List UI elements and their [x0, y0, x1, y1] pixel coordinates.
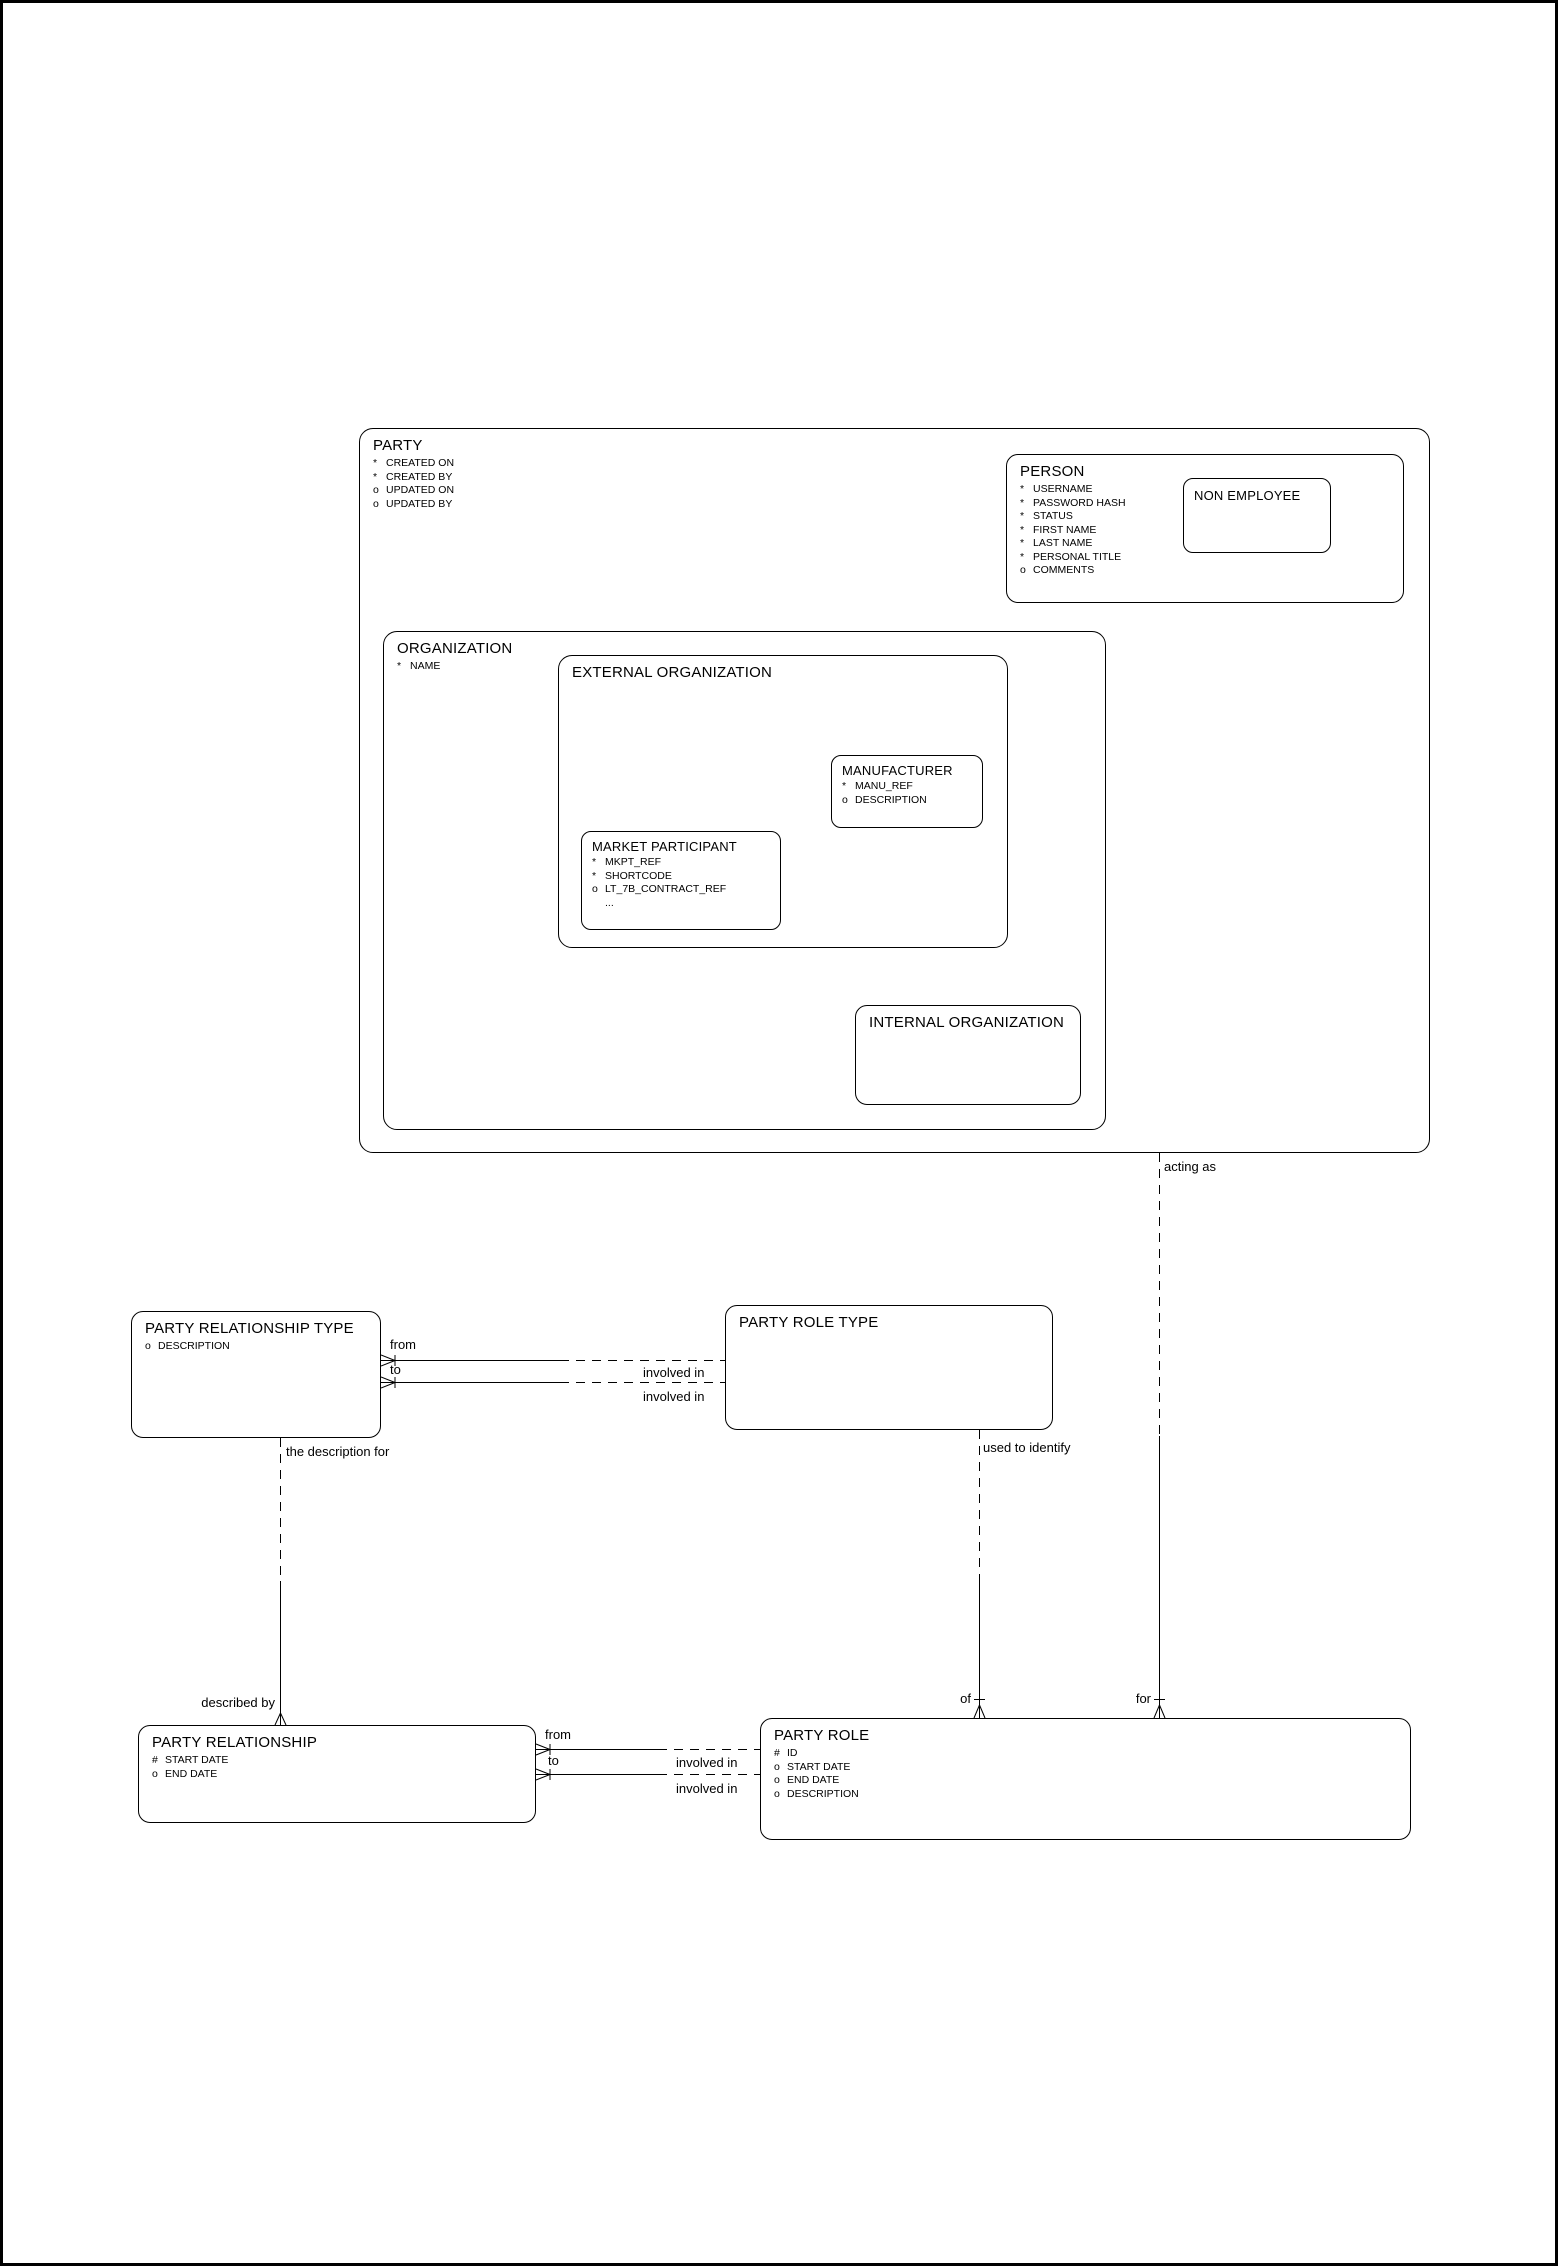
entity-title: PARTY RELATIONSHIP — [152, 1734, 318, 1751]
relationship-label-of: of — [960, 1691, 971, 1706]
relationship-label-for: for — [1135, 1691, 1151, 1706]
relationship-label-to-bottom: to — [548, 1753, 559, 1768]
entity-title: PARTY ROLE TYPE — [739, 1314, 879, 1331]
attribute-row: *NAME — [397, 660, 441, 672]
relationship-used-to-identify-line — [973, 1430, 986, 1719]
attribute-row: *CREATED ON — [373, 457, 455, 469]
relationship-acting-as-line — [1153, 1153, 1166, 1719]
attribute-row: *FIRST NAME — [1020, 523, 1097, 536]
attribute-row: *CREATED BY — [373, 470, 453, 483]
relationship-label-involved-in: involved in — [643, 1365, 705, 1380]
attribute-row: *PERSONAL TITLE — [1020, 550, 1122, 563]
entity-title: PARTY ROLE — [774, 1727, 870, 1744]
entity-title: ORGANIZATION — [397, 640, 513, 657]
entity-party-role-type[interactable]: PARTY ROLE TYPE — [725, 1305, 1053, 1430]
attribute-row: *USERNAME — [1020, 483, 1093, 495]
entity-title: PARTY RELATIONSHIP TYPE — [145, 1320, 354, 1337]
attribute-row: *MANU_REF — [842, 780, 913, 792]
attribute-row: #START DATE — [152, 1754, 229, 1766]
relationship-label-involved-in: involved in — [676, 1781, 738, 1796]
relationship-to-bottom-line — [535, 1768, 760, 1781]
attribute-row: *LAST NAME — [1020, 537, 1093, 549]
attribute-row: *MKPT_REF — [592, 856, 662, 868]
relationship-label-involved-in: involved in — [643, 1389, 705, 1404]
attribute-row: ... — [605, 896, 614, 909]
entity-title: MARKET PARTICIPANT — [592, 839, 737, 854]
entity-title: MANUFACTURER — [842, 763, 953, 778]
relationship-description-line — [274, 1438, 287, 1726]
entity-title: EXTERNAL ORGANIZATION — [572, 664, 773, 681]
relationship-label-involved-in: involved in — [676, 1755, 738, 1770]
entity-internal-organization[interactable]: INTERNAL ORGANIZATION — [855, 1005, 1081, 1105]
relationship-label-acting-as: acting as — [1164, 1159, 1217, 1174]
relationship-label-used-to-identify: used to identify — [983, 1440, 1071, 1455]
relationship-label-the-description-for: the description for — [286, 1444, 390, 1459]
attribute-row: *PASSWORD HASH — [1020, 496, 1126, 509]
entity-title: NON EMPLOYEE — [1194, 488, 1301, 503]
entity-title: INTERNAL ORGANIZATION — [869, 1014, 1065, 1031]
entity-title: PERSON — [1020, 463, 1085, 480]
relationship-label-from-bottom: from — [545, 1727, 571, 1742]
entity-title: PARTY — [373, 437, 423, 454]
attribute-row: *SHORTCODE — [592, 869, 672, 882]
relationship-label-to-top: to — [390, 1362, 401, 1377]
entity-market-participant[interactable]: MARKET PARTICIPANT *MKPT_REF *SHORTCODE … — [581, 831, 781, 930]
attribute-row: *STATUS — [1020, 510, 1073, 522]
entity-non-employee[interactable]: NON EMPLOYEE — [1183, 478, 1331, 553]
relationship-label-from-top: from — [390, 1337, 416, 1352]
relationship-from-bottom-line — [535, 1743, 760, 1756]
relationship-label-described-by: described by — [201, 1695, 275, 1710]
attribute-row: #ID — [774, 1747, 798, 1759]
